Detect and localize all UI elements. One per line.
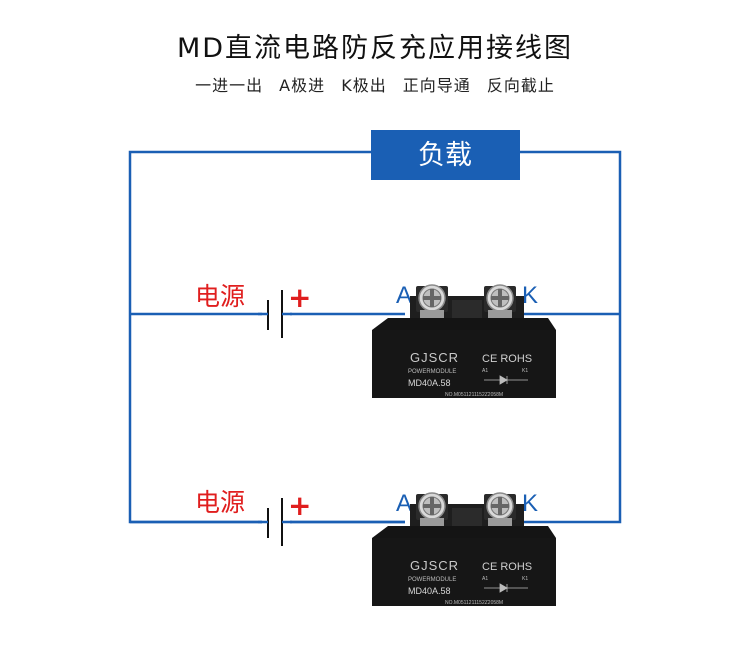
lower-module-subtitle: POWERMODULE (408, 577, 456, 583)
load-box: 负载 (371, 130, 520, 180)
upper-module-diode-symbol (484, 375, 528, 385)
lower-anode-screw (415, 492, 449, 527)
upper-diode-module: GJSCR POWERMODULE MD40A.58 CE ROHS A1 K1… (372, 284, 556, 398)
upper-module-model: MD40A.58 (408, 378, 451, 388)
upper-cathode-screw (483, 284, 517, 319)
lower-anode-label: A (396, 490, 412, 517)
upper-module-brand: GJSCR (410, 350, 459, 365)
lower-diode-module: GJSCR POWERMODULE MD40A.58 CE ROHS A1 K1… (372, 492, 556, 606)
load-loop-wire (128, 150, 405, 524)
upper-module-pin-k1: K1 (522, 368, 528, 374)
page-subtitle: 一进一出 A极进 K极出 正向导通 反向截止 (195, 76, 555, 95)
upper-module-cert: CE ROHS (482, 353, 532, 365)
lower-cathode-label: K (522, 490, 538, 517)
lower-module-model: MD40A.58 (408, 586, 451, 596)
upper-cathode-label: K (522, 282, 538, 309)
upper-anode-screw (415, 284, 449, 319)
lower-module-diode-symbol (484, 583, 528, 593)
load-return-wire (520, 150, 622, 524)
upper-plus-sign: + (288, 281, 311, 314)
lower-module-cert: CE ROHS (482, 561, 532, 573)
page-title: MD直流电路防反充应用接线图 (176, 33, 574, 64)
upper-module-serial: NO.M0511211152Z2058M (445, 392, 503, 398)
load-label: 负载 (418, 140, 472, 171)
lower-module-pin-k1: K1 (522, 576, 528, 582)
lower-module-pin-a1: A1 (482, 576, 488, 582)
lower-cathode-screw (483, 492, 517, 527)
upper-module-pin-a1: A1 (482, 368, 488, 374)
lower-power-source: 电源 + (195, 488, 311, 546)
lower-module-serial: NO.M0511211152Z2058M (445, 600, 503, 606)
upper-source-label: 电源 (195, 282, 245, 311)
upper-anode-label: A (396, 282, 412, 309)
upper-power-source: 电源 + (195, 281, 311, 338)
lower-source-label: 电源 (195, 488, 245, 517)
lower-module-brand: GJSCR (410, 558, 459, 573)
lower-plus-sign: + (288, 489, 311, 522)
upper-module-subtitle: POWERMODULE (408, 369, 456, 375)
